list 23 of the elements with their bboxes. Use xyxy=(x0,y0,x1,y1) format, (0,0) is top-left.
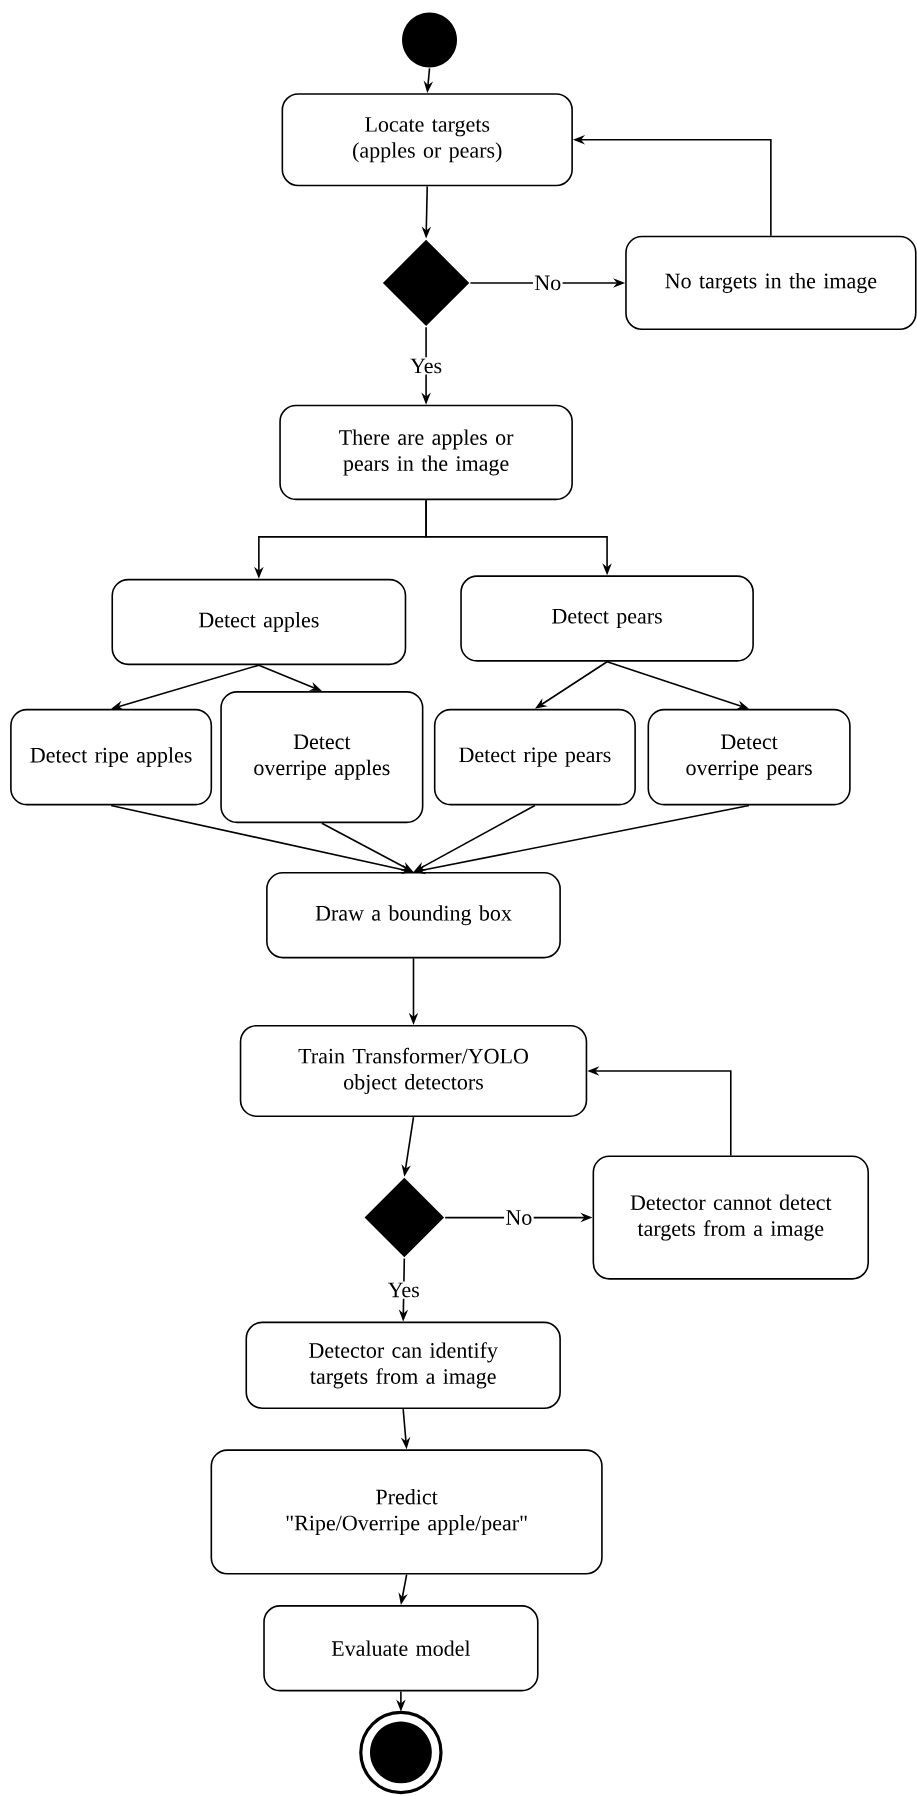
decision-diamond xyxy=(382,239,470,327)
activity-box: Detector cannot detect targets from a image xyxy=(592,1155,869,1280)
activity-box: Detect overripe apples xyxy=(220,691,424,824)
activity-box: Predict "Ripe/Overripe apple/pear" xyxy=(210,1449,603,1575)
edge-label: No xyxy=(503,1208,534,1227)
activity-box: Detect ripe apples xyxy=(9,708,212,806)
activity-box: No targets in the image xyxy=(624,235,917,331)
start-node xyxy=(401,12,457,68)
activity-box: There are apples or pears in the image xyxy=(279,404,573,501)
activity-box: Detect apples xyxy=(111,578,407,666)
end-node xyxy=(358,1710,443,1795)
edge-label: Yes xyxy=(408,357,444,375)
activity-box: Evaluate model xyxy=(262,1605,539,1692)
activity-box: Detect pears xyxy=(460,575,754,662)
edge-label: Yes xyxy=(386,1281,421,1299)
activity-box: Locate targets (apples or pears) xyxy=(281,93,573,187)
activity-box: Train Transformer/YOLO object detectors xyxy=(239,1024,587,1117)
activity-box: Detector can identify targets from a image xyxy=(245,1321,561,1410)
decision-diamond xyxy=(364,1177,444,1258)
activity-box: Draw a bounding box xyxy=(265,872,561,959)
activity-box: Detect ripe pears xyxy=(433,708,636,806)
edge-label: No xyxy=(532,274,563,292)
activity-box: Detect overripe pears xyxy=(647,708,851,806)
